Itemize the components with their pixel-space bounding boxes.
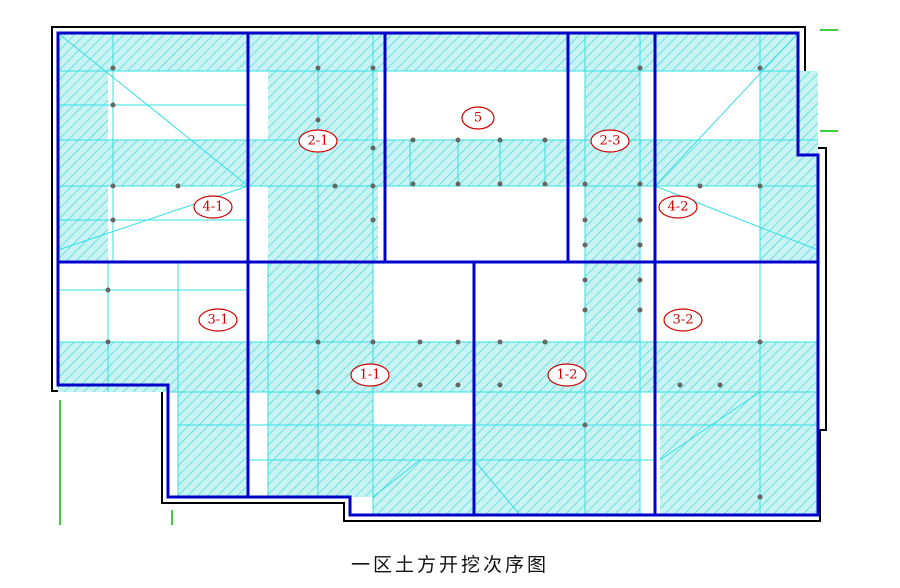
zone-label-3-2: 3-2	[673, 313, 694, 328]
zone-label-2-3: 2-3	[600, 134, 621, 149]
zone-labels	[193, 106, 703, 387]
diagram-caption: 一区土方开挖次序图	[350, 554, 549, 576]
reference-marks	[59, 29, 838, 525]
zone-label-4-1: 4-1	[203, 200, 224, 215]
zone-label-1-2: 1-2	[557, 368, 578, 383]
zone-boundaries	[56, 31, 820, 517]
zone-label-1-1: 1-1	[360, 368, 381, 383]
pile-points	[105, 65, 763, 500]
zone-label-5: 5	[474, 111, 482, 126]
zone-label-2-1: 2-1	[308, 134, 329, 149]
grid-lines	[57, 32, 819, 516]
zone-label-3-1: 3-1	[208, 313, 229, 328]
zone-label-4-2: 4-2	[668, 200, 689, 215]
